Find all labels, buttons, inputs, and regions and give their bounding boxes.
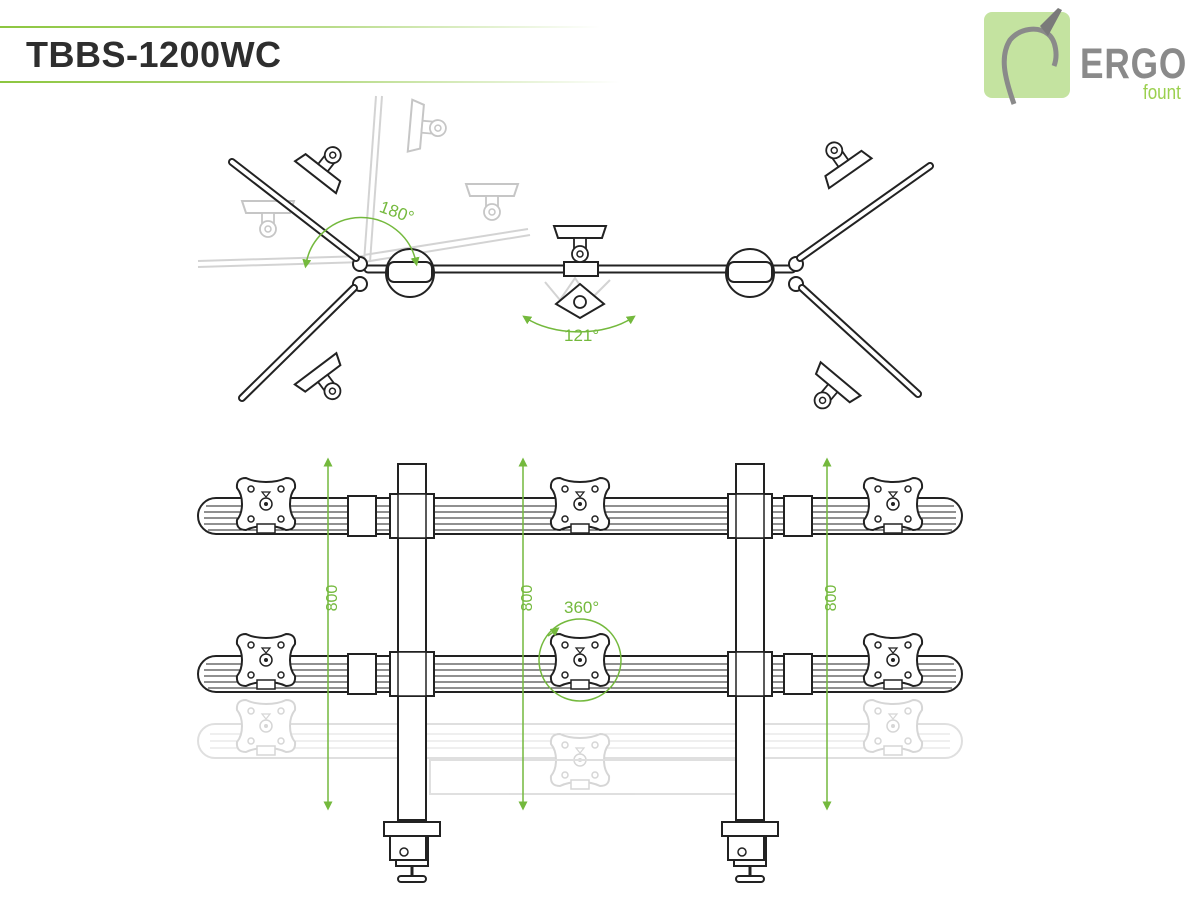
vesa-plate-top-right — [862, 477, 924, 534]
vesa-plate-top-center — [549, 477, 611, 534]
logo-word: ERGO — [1080, 40, 1188, 88]
front-view: 360° 800 800 800 — [197, 457, 963, 883]
vesa-plate-bottom-right — [862, 633, 924, 690]
vesa-plate-bottom-left — [235, 633, 297, 690]
rotation-label: 360° — [564, 598, 599, 617]
dimension-label-center: 800 — [519, 585, 536, 612]
brand-logo: ERGO fount — [982, 6, 1194, 116]
dimension-label-left: 800 — [324, 585, 341, 612]
logo-subword: fount — [1143, 82, 1181, 104]
top-view: 180° 121° — [197, 95, 934, 425]
header-divider-top — [0, 26, 600, 28]
model-title: TBBS-1200WC — [26, 34, 282, 75]
pole-left — [383, 463, 441, 883]
vesa-plate-top-left — [235, 477, 297, 534]
dimension-label-right: 800 — [823, 585, 840, 612]
rotation-circle — [538, 618, 622, 702]
header: TBBS-1200WC — [0, 0, 640, 90]
ergofount-logo-icon — [984, 8, 1070, 105]
tilt-angle-label: 121° — [564, 326, 599, 345]
header-divider-bottom — [0, 81, 620, 83]
pole-right — [721, 463, 779, 883]
swivel-angle-label: 180° — [377, 197, 417, 227]
vesa-plate-bottom-center — [549, 633, 611, 690]
